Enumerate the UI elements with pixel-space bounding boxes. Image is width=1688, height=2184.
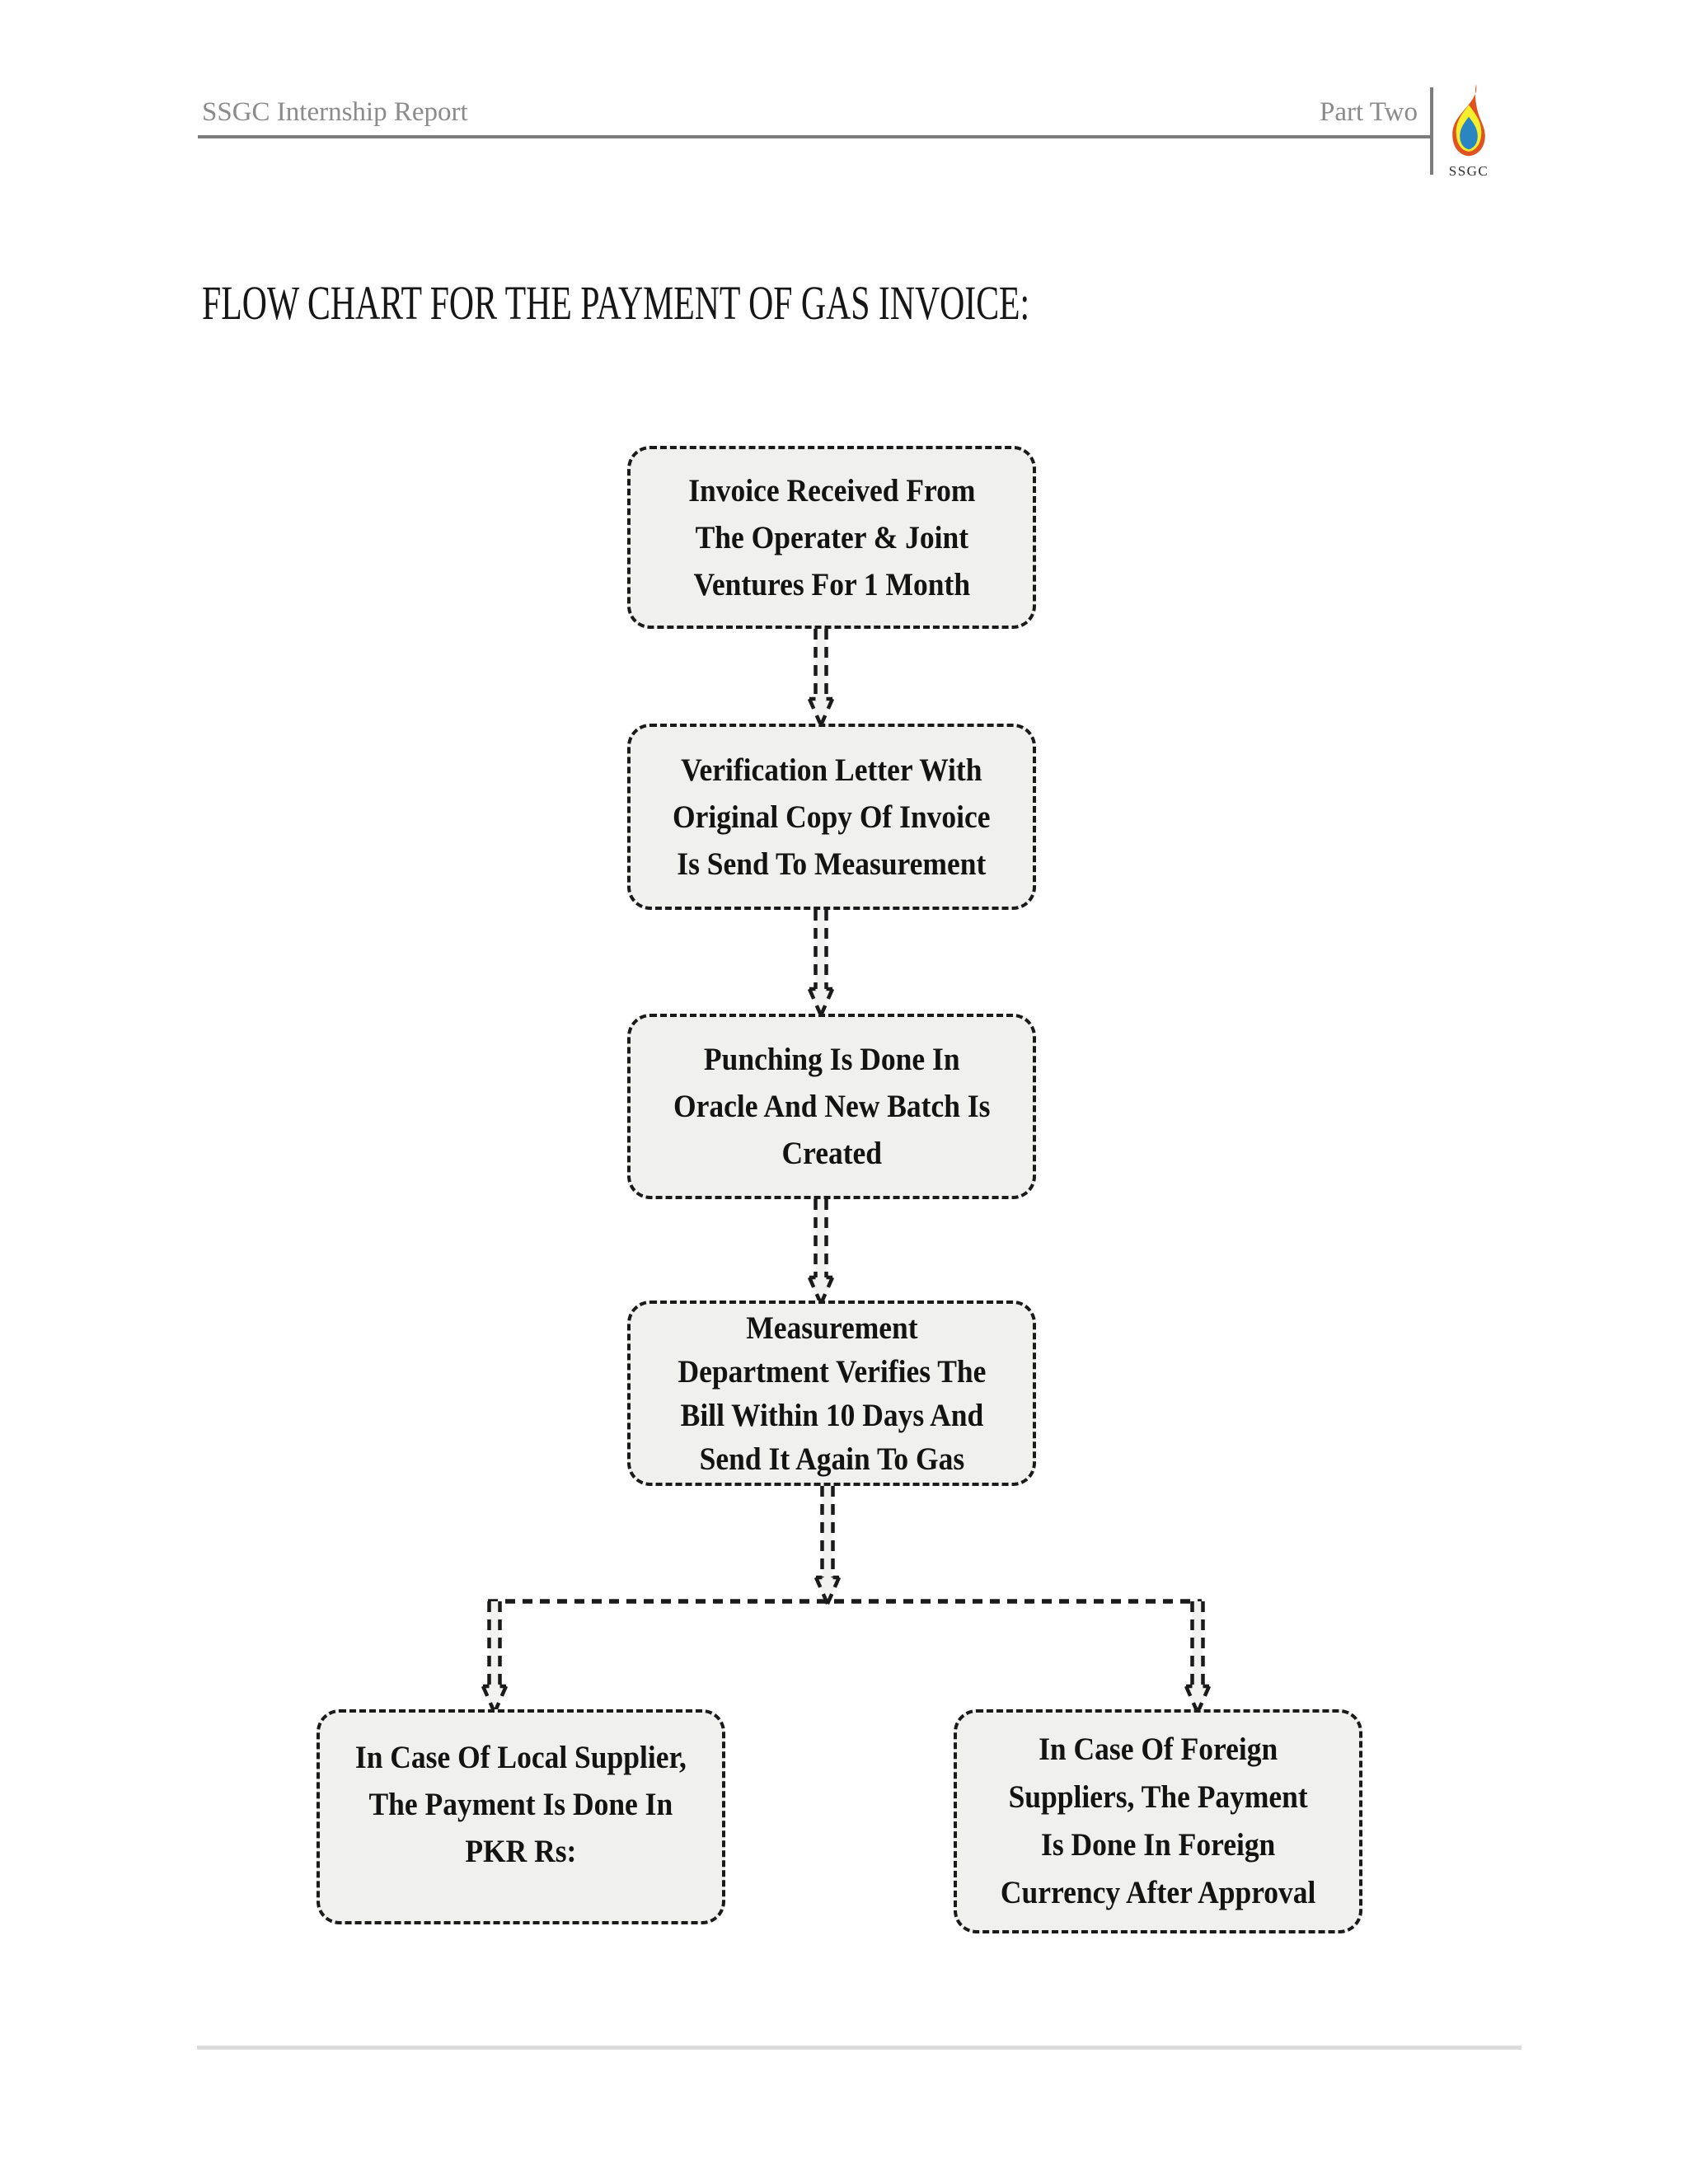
- flow-node-label: In Case Of Local Supplier, The Payment I…: [355, 1740, 687, 1869]
- flow-node-measurement-verification: Measurement Department Verifies The Bill…: [627, 1301, 1036, 1486]
- header-vertical-divider: [1430, 87, 1433, 175]
- header-section-label: Part Two: [1320, 97, 1418, 127]
- flow-node-label: Punching Is Done In Oracle And New Batch…: [673, 1042, 991, 1171]
- footer-rule: [197, 2046, 1522, 2050]
- flow-node-local-supplier: In Case Of Local Supplier, The Payment I…: [316, 1709, 725, 1924]
- flow-node-oracle-punching: Punching Is Done In Oracle And New Batch…: [627, 1014, 1036, 1199]
- flow-node-foreign-supplier: In Case Of Foreign Suppliers, The Paymen…: [954, 1709, 1362, 1933]
- flow-node-verification-letter: Verification Letter With Original Copy O…: [627, 724, 1036, 910]
- page-title: FLOW CHART FOR THE PAYMENT OF GAS INVOIC…: [202, 276, 1030, 330]
- ssgc-logo: SSGC: [1442, 84, 1495, 180]
- flow-node-label: Invoice Received From The Operater & Joi…: [687, 472, 976, 602]
- flame-icon: [1452, 84, 1485, 157]
- flow-node-label: In Case Of Foreign Suppliers, The Paymen…: [1000, 1732, 1316, 1910]
- header-report-title: SSGC Internship Report: [202, 97, 468, 127]
- logo-caption: SSGC: [1448, 163, 1489, 179]
- flow-node-invoice-received: Invoice Received From The Operater & Joi…: [627, 446, 1036, 629]
- flow-node-label: Verification Letter With Original Copy O…: [673, 752, 991, 882]
- header-rule: [198, 135, 1432, 138]
- flow-node-label: Measurement Department Verifies The Bill…: [678, 1310, 986, 1477]
